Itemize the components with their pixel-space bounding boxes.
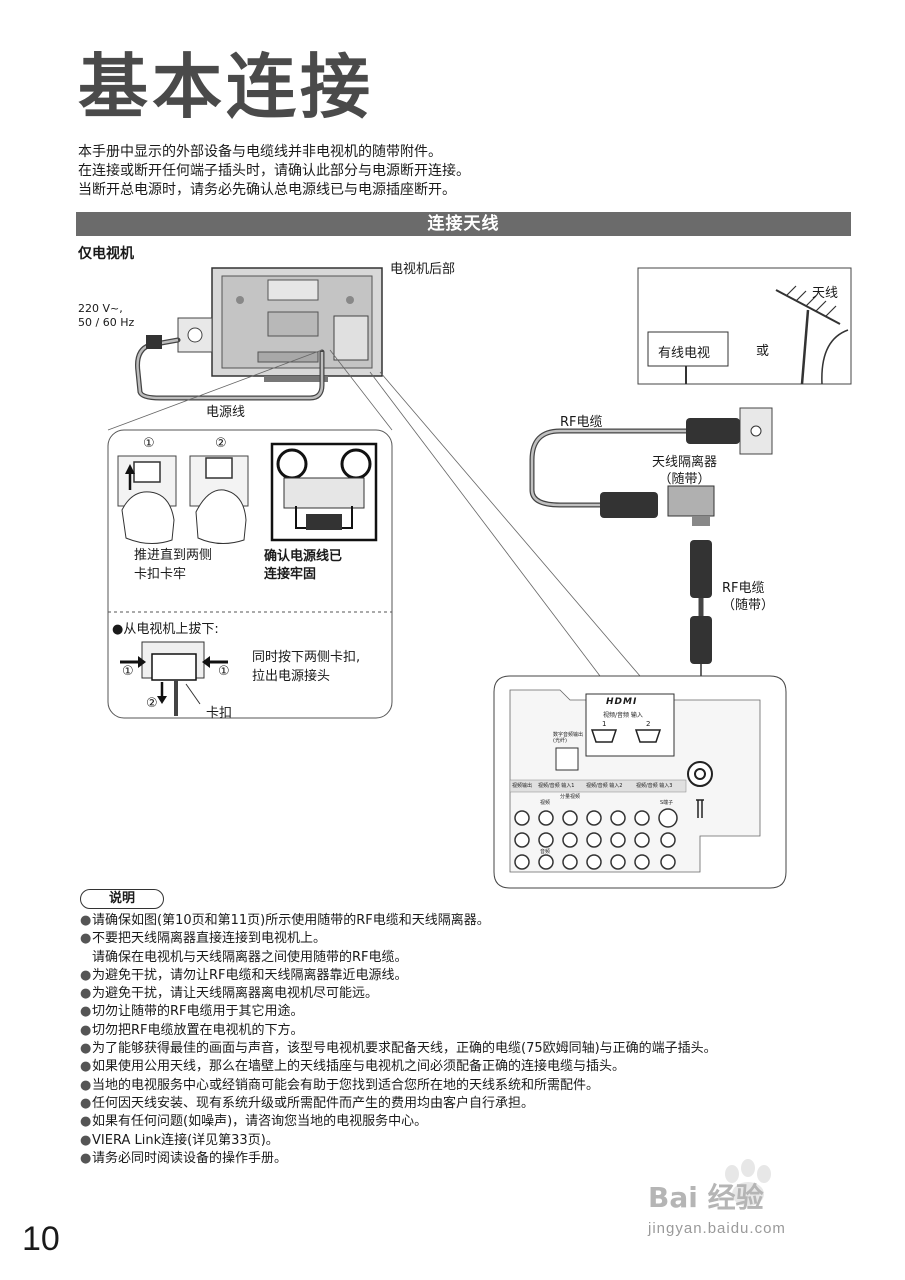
push-plug-illustration [117,455,177,544]
rf-cable-label: RF电缆 [560,415,603,430]
subheading: 仅电视机 [78,246,134,262]
remove-step-1-left: ① [122,664,134,679]
voltage-label: 220 V~, 50 / 60 Hz [78,302,135,329]
hdmi-port-1-label: 1 [602,720,607,728]
note-item: ●为避免干扰，请让天线隔离器离电视机尽可能远。 [80,986,379,1002]
av-in-1-label: 视频/音频 输入1 [538,783,575,789]
intro-line: 本手册中显示的外部设备与电缆线并非电视机的随带附件。 [78,144,442,160]
av-out-label: 视频输出 [512,783,533,789]
note-item: ●切勿让随带的RF电缆用于其它用途。 [80,1004,304,1020]
rf-cable-supplied-label: RF电缆 （随带） [722,581,775,613]
section-bar: 连接天线 [76,212,851,236]
power-cord-label: 电源线 [206,405,246,420]
note-item: ●为避免干扰，请勿让RF电缆和天线隔离器靠近电源线。 [80,967,408,983]
isolator-label: 天线隔离器 （随带） [652,455,718,487]
note-item: ●切勿把RF电缆放置在电视机的下方。 [80,1022,304,1038]
page-number: 10 [22,1220,60,1258]
hdmi-ports-label: 视频/音频 输入 [603,712,643,719]
intro-text: 本手册中显示的外部设备与电缆线并非电视机的随带附件。 在连接或断开任何端子插头时… [78,143,470,200]
port-svideo-label: S端子 [660,800,674,806]
antenna-label: 天线 [812,286,839,301]
av-jacks [514,808,678,870]
notes-header: 说明 [80,889,164,909]
note-item: ●VIERA Link连接(详见第33页)。 [80,1132,279,1148]
note-item: ●当地的电视服务中心或经销商可能会有助于您找到适合您所在地的天线系统和所需配件。 [80,1077,600,1093]
note-item: ●不要把天线隔离器直接连接到电视机上。 [80,931,327,947]
note-item: ●请务必同时阅读设备的操作手册。 [80,1150,288,1166]
step-1-marker: ① [143,436,155,451]
push-caption: 推进直到两侧 卡扣卡牢 [134,548,213,582]
remove-step-2: ② [146,696,158,711]
remove-caption: 同时按下两侧卡扣, 拉出电源接头 [252,650,361,684]
tv-rear-illustration [211,267,383,382]
step-2-marker: ② [215,436,227,451]
cable-tv-label: 有线电视 [658,346,711,361]
intro-line: 在连接或断开任何端子插头时，请确认此部分与电源断开连接。 [78,163,470,179]
port-audio-label: 音频 [540,849,551,855]
digital-audio-out-label: 数字音频输出 (光纤) [553,732,584,744]
hdmi-panel [585,693,675,757]
note-item: ●如果使用公用天线，那么在墙壁上的天线插座与电视机之间必须配备正确的连接电缆与插… [80,1059,626,1075]
optical-out [555,747,579,771]
page-title: 基本连接 [78,46,374,128]
remove-title: ●从电视机上拔下: [112,622,219,637]
av-in-2-label: 视频/音频 输入2 [586,783,623,789]
port-video-label: 视频 [540,800,551,806]
note-item: ●任何因天线安装、现有系统升级或所需配件而产生的费用均由客户自行承担。 [80,1095,535,1111]
notes-list: ●请确保如图(第10页和第11页)所示使用随带的RF电缆和天线隔离器。 ●不要把… [80,912,717,1168]
note-item: ●为了能够获得最佳的画面与声音，该型号电视机要求配备天线，正确的电缆(75欧姆同… [80,1041,717,1057]
remove-step-1-right: ① [218,664,230,679]
note-item: 请确保在电视机与天线隔离器之间使用随带的RF电缆。 [92,949,408,965]
remove-plug-illustration [120,641,228,716]
confirm-caption: 确认电源线已 连接牢固 [264,549,343,582]
baidu-watermark-logo [725,1159,771,1206]
or-label: 或 [756,344,770,359]
watermark-logo-text: Bai 经验 [648,1181,764,1214]
hdmi-logo: HDMI [606,697,638,707]
antenna-illustration [775,285,849,385]
antenna-isolator [667,485,715,517]
note-item: ●如果有任何问题(如噪声)，请咨询您当地的电视服务中心。 [80,1114,428,1130]
clip-label: 卡扣 [206,706,233,721]
tv-rear-label: 电视机后部 [390,262,456,277]
connection-diagram [107,267,852,889]
cable-tv-box [647,331,729,367]
hdmi-port-2-label: 2 [646,720,651,728]
confirm-illustration [270,442,378,542]
section-title: 连接天线 [427,214,500,234]
plug-inserted-illustration [189,455,249,544]
note-item: ●请确保如图(第10页和第11页)所示使用随带的RF电缆和天线隔离器。 [80,913,490,928]
av-in-3-label: 视频/音频 输入3 [636,783,673,789]
port-component-label: 分量视频 [560,794,581,800]
intro-line: 当断开总电源时，请务必先确认总电源线已与电源插座断开。 [78,182,456,198]
watermark-url: jingyan.baidu.com [648,1220,786,1237]
